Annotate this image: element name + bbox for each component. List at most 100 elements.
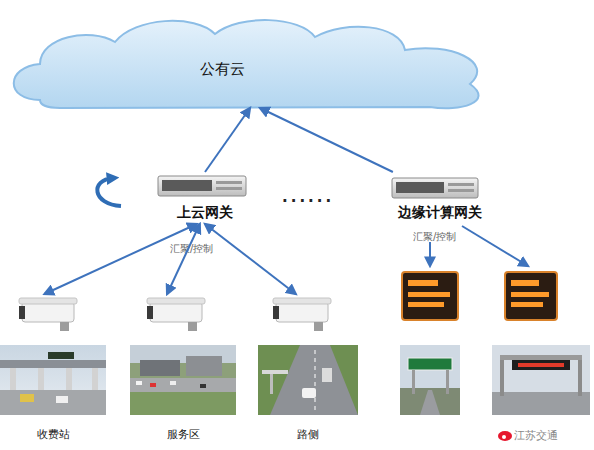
camera-node: 收费站 xyxy=(0,294,106,444)
service-photo xyxy=(170,381,176,385)
weibo-logo xyxy=(498,431,512,441)
led-display xyxy=(511,292,549,297)
camera xyxy=(19,298,77,304)
service-photo xyxy=(136,381,142,385)
led-display xyxy=(402,272,458,320)
led-display xyxy=(505,272,557,320)
control-arrow xyxy=(429,242,431,266)
roadside-photo xyxy=(258,345,358,415)
camera-node: 服务区 xyxy=(130,294,236,444)
roadside-photo xyxy=(322,368,332,382)
gantry-photo xyxy=(492,392,590,415)
edge-device xyxy=(396,182,444,193)
rotate-arrow xyxy=(97,178,121,206)
camera xyxy=(276,302,328,322)
edge-device xyxy=(392,178,478,198)
camera xyxy=(147,298,205,331)
service-photo xyxy=(130,345,236,415)
service-photo xyxy=(150,383,156,387)
link-arrow xyxy=(167,224,200,294)
sign-photo xyxy=(400,345,460,415)
gantry-photo xyxy=(500,356,504,396)
sign-photo xyxy=(400,345,460,415)
camera xyxy=(273,298,331,331)
link-arrow xyxy=(205,108,250,172)
service-photo xyxy=(200,384,206,388)
link-arrow xyxy=(260,108,393,172)
edge-device xyxy=(448,183,474,186)
cloud-node: 公有云 xyxy=(0,12,500,112)
roadside-photo xyxy=(258,345,358,415)
toll-photo xyxy=(38,368,44,390)
toll-photo xyxy=(92,368,98,390)
camera xyxy=(19,306,25,319)
toll-photo xyxy=(0,390,106,415)
edge-device xyxy=(448,189,474,192)
gateway-node: 边缘计算网关 xyxy=(378,172,502,224)
camera xyxy=(150,302,202,322)
camera xyxy=(273,298,331,304)
service-photo xyxy=(130,378,236,392)
sign-photo xyxy=(446,370,449,394)
weibo-logo xyxy=(498,431,512,441)
led-display xyxy=(511,280,539,286)
roadside-photo xyxy=(302,388,316,398)
toll-photo xyxy=(0,345,106,415)
gantry-photo xyxy=(500,355,582,360)
gateway-device xyxy=(162,180,212,191)
cloud-outline xyxy=(14,20,479,108)
led-display xyxy=(408,302,444,307)
gateway-device xyxy=(158,176,246,196)
node-text: 公有云 xyxy=(0,60,445,78)
camera xyxy=(147,306,153,319)
gateway-device xyxy=(158,176,246,196)
link-arrow xyxy=(45,224,197,294)
toll-photo xyxy=(0,360,106,368)
roadside-photo xyxy=(270,374,273,394)
camera xyxy=(188,322,197,331)
link-arrow xyxy=(205,224,296,294)
control-arrow xyxy=(462,226,528,266)
camera xyxy=(19,298,77,331)
gantry-photo xyxy=(492,345,590,415)
roadside-photo xyxy=(262,370,288,374)
watermark: 江苏交通 xyxy=(514,429,558,442)
gateway-node: 上云网关 xyxy=(153,172,257,224)
led-display xyxy=(408,280,438,286)
service-photo xyxy=(186,356,222,376)
gateway-device xyxy=(216,181,242,184)
led-display xyxy=(505,272,557,320)
toll-photo xyxy=(10,368,16,390)
gantry-photo xyxy=(518,363,564,367)
gateway-device xyxy=(216,187,242,190)
ellipsis-mark: ...... xyxy=(282,188,334,206)
camera xyxy=(60,322,69,331)
service-photo xyxy=(130,392,236,415)
camera xyxy=(314,322,323,331)
camera xyxy=(22,302,74,322)
node-text: 边缘计算网关 xyxy=(378,204,502,221)
edge-device xyxy=(392,178,478,198)
toll-photo xyxy=(56,396,68,403)
gantry-photo xyxy=(512,360,570,370)
roadside-photo xyxy=(270,345,358,415)
node-text: 服务区 xyxy=(130,428,236,441)
led-display xyxy=(408,292,450,297)
toll-photo xyxy=(0,345,106,415)
node-text: 上云网关 xyxy=(153,204,257,221)
cloud-shape xyxy=(0,12,500,112)
toll-photo xyxy=(20,394,34,402)
toll-photo xyxy=(48,352,74,359)
node-text: 收费站 xyxy=(0,428,106,441)
led-display xyxy=(402,272,458,320)
service-photo xyxy=(140,360,180,376)
rotate-arrow xyxy=(97,178,121,206)
sign-photo xyxy=(420,390,440,415)
sign-photo xyxy=(400,388,460,415)
camera xyxy=(273,306,279,319)
edge-note: 汇聚/控制 xyxy=(413,231,456,243)
weibo-logo xyxy=(502,435,506,439)
roadside-photo xyxy=(315,350,316,412)
service-photo xyxy=(130,345,236,415)
